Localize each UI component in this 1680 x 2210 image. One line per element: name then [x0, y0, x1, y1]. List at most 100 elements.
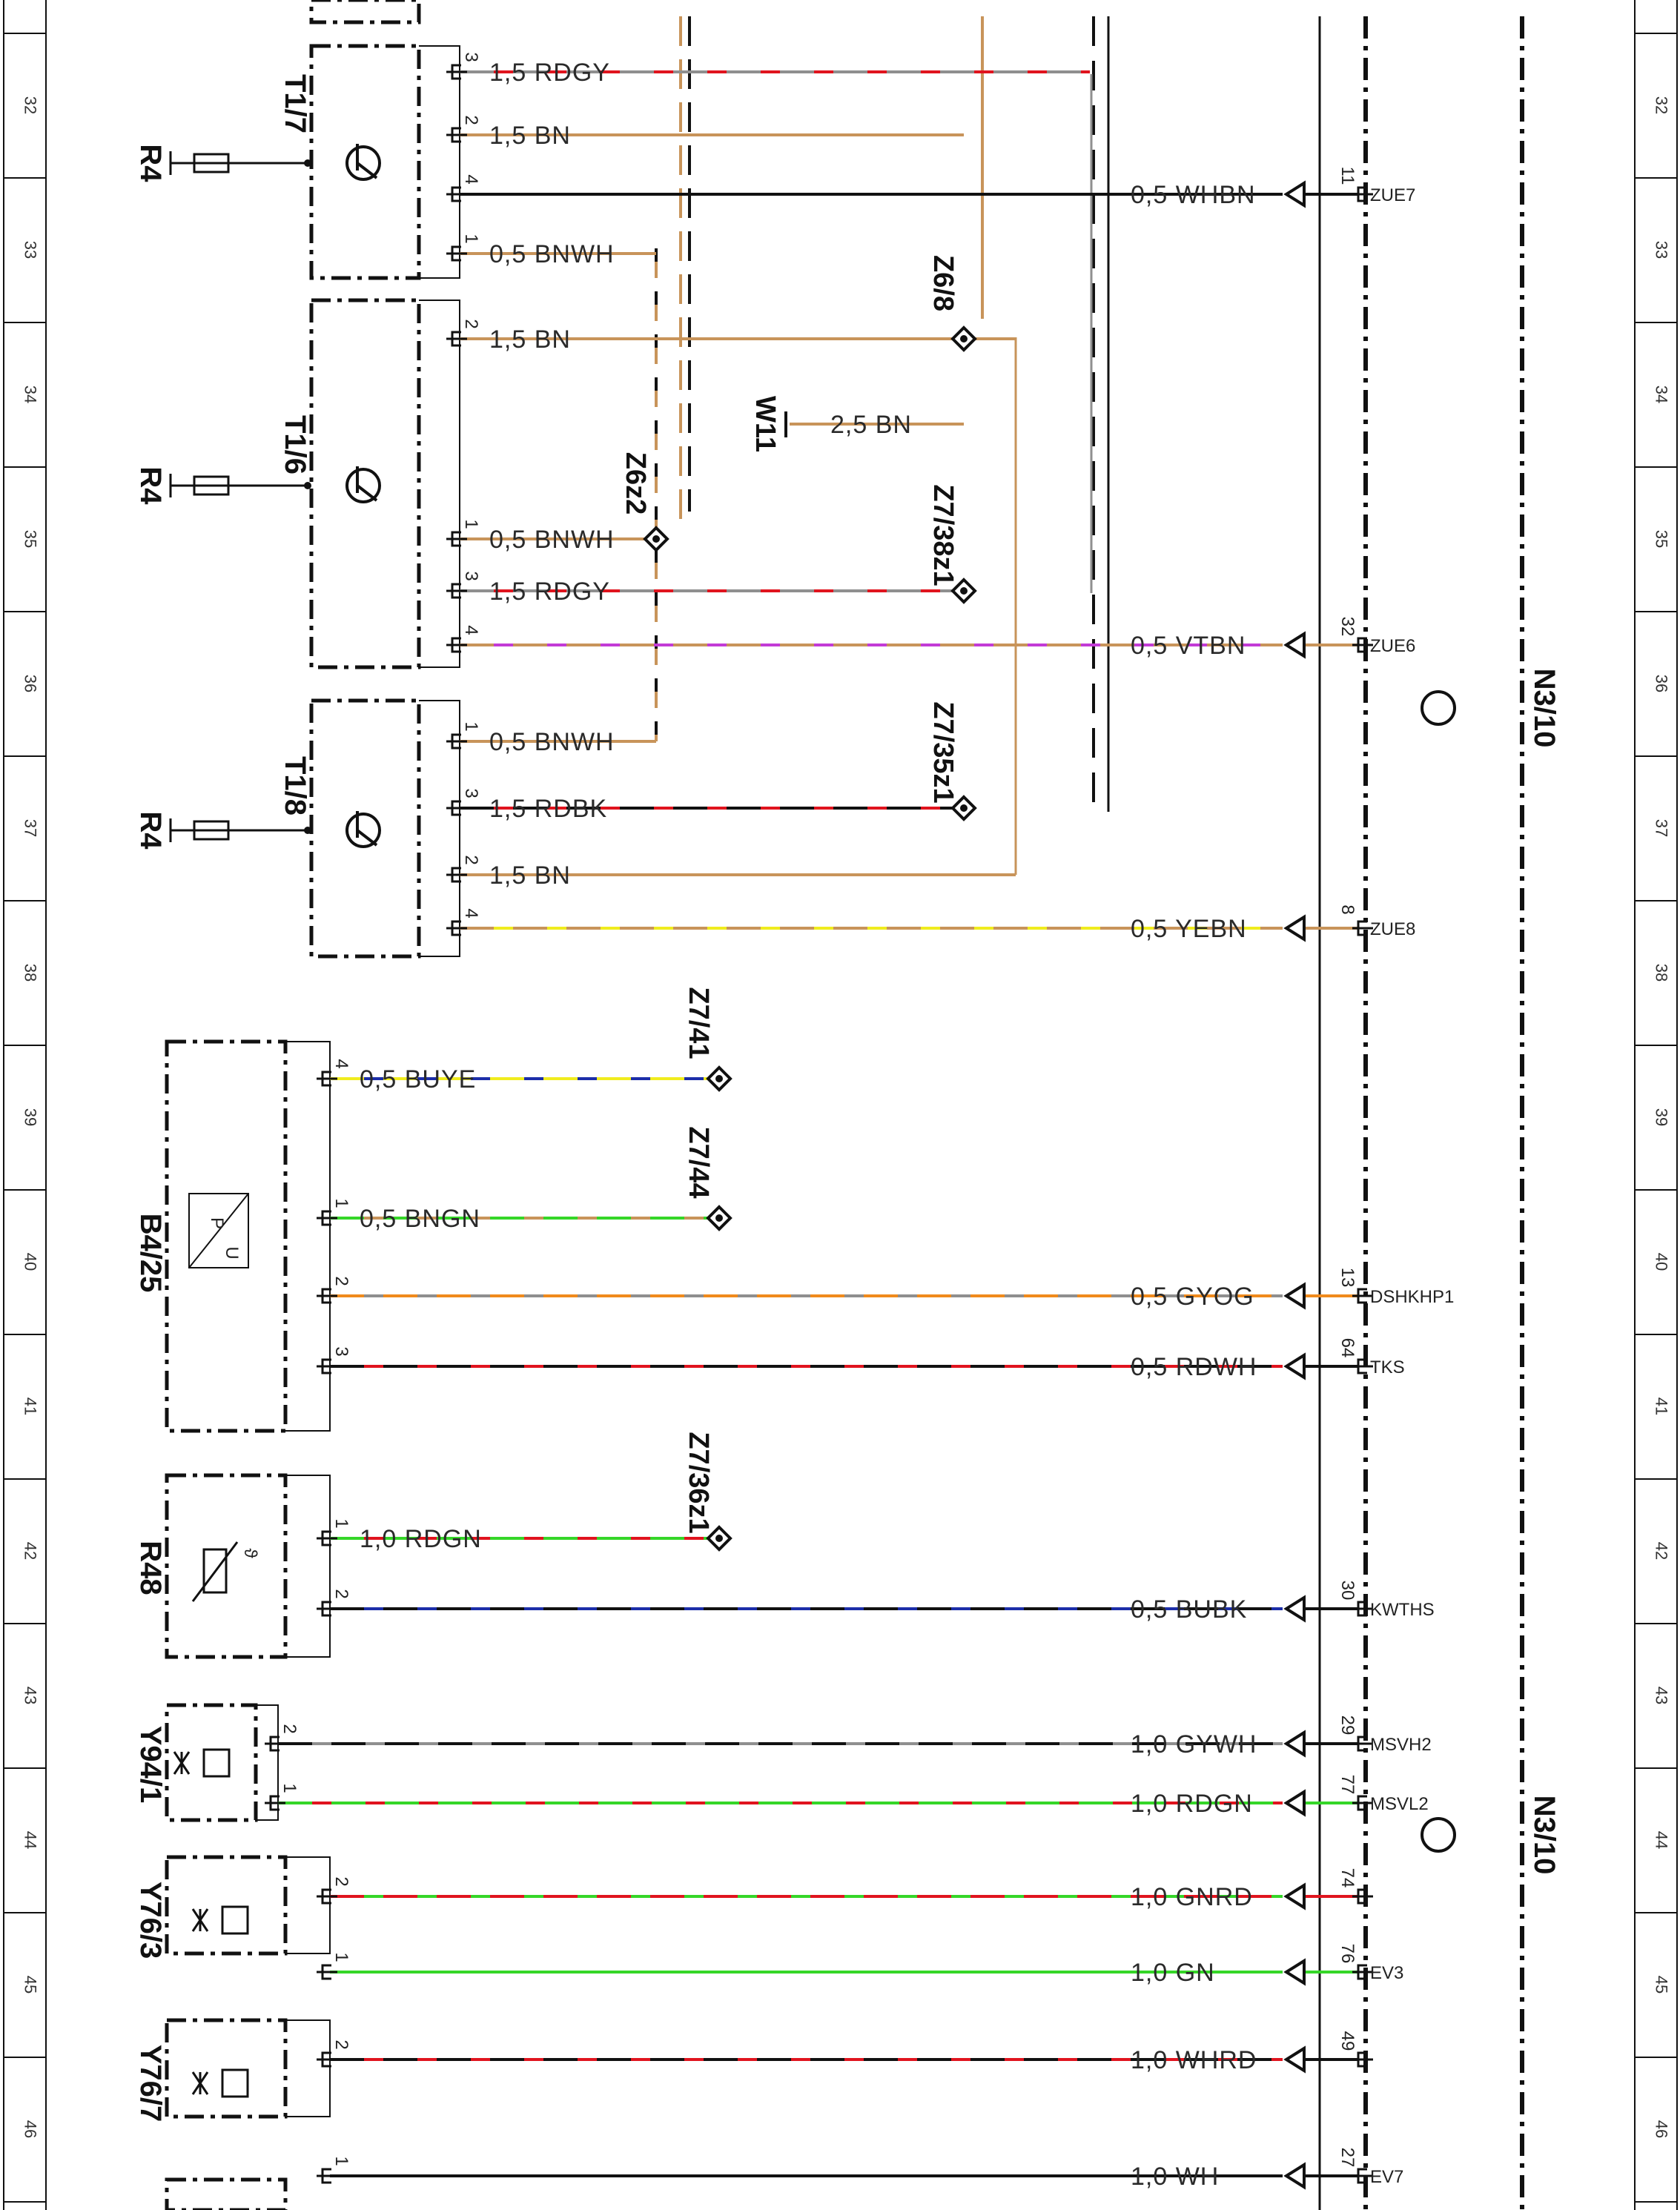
- signal-arrow: [1283, 631, 1306, 659]
- signal-arrow: [1283, 180, 1306, 208]
- wire-label: 1,0 RDGN: [360, 1525, 482, 1553]
- signal-arrow: [1283, 1882, 1306, 1910]
- pin-number: 2: [461, 855, 481, 864]
- resistor-symbol: [193, 153, 230, 173]
- control-unit-pin-number: 49: [1337, 2031, 1357, 2051]
- grid-row-label: 36: [1653, 675, 1671, 692]
- component-frame: [165, 1855, 288, 1956]
- component-label: Y94/1: [134, 1726, 167, 1804]
- connector-point-dot: [960, 587, 968, 595]
- resistor-node: [304, 159, 311, 167]
- grid-row-label: 44: [1653, 1831, 1671, 1849]
- pin-number: 4: [461, 625, 481, 635]
- valve-symbol: [191, 1908, 209, 1932]
- connector-point-dot: [652, 535, 660, 543]
- pin-block: [285, 1856, 331, 1954]
- valve-symbol: [173, 1751, 191, 1775]
- symbol-label: U: [222, 1246, 242, 1259]
- grid-row-label: 45: [22, 1976, 40, 1994]
- symbol-label: P: [207, 1217, 227, 1229]
- resistor-symbol: [193, 820, 230, 841]
- pin-number: 3: [461, 571, 481, 580]
- wire-label: 1,0 GNRD: [1131, 1883, 1253, 1911]
- signal-arrow: [1283, 914, 1306, 942]
- transistor-symbol: [356, 162, 378, 179]
- wire-label: 1,5 BN: [489, 122, 571, 150]
- component-frame: [309, 698, 421, 959]
- component-frame: [309, 298, 421, 669]
- connector-label: Z7/41: [683, 987, 714, 1059]
- pin-number: 2: [331, 1276, 351, 1286]
- resistor-node: [304, 827, 311, 834]
- resistor-symbol: [193, 475, 230, 496]
- wire-label: 2,5 BN: [830, 411, 912, 439]
- signal-name: ZUE6: [1370, 636, 1415, 656]
- grid-row-label: 44: [22, 1831, 40, 1849]
- connector-label: Z7/36z1: [683, 1432, 714, 1533]
- grid-row-label: 45: [1653, 1976, 1671, 1994]
- grid-row-label: 40: [22, 1253, 40, 1271]
- pin-number: 2: [280, 1724, 300, 1733]
- connector-point-dot: [715, 1535, 723, 1542]
- signal-name: KWTHS: [1370, 1600, 1435, 1620]
- pin-block: [285, 2019, 331, 2117]
- pin-number: 1: [461, 519, 481, 529]
- signal-name: ZUE8: [1370, 919, 1415, 939]
- wire-label: 1,5 RDGY: [489, 578, 610, 606]
- grid-row-label: 36: [22, 675, 40, 692]
- grid-row-label: 43: [22, 1687, 40, 1704]
- connector-point-dot: [960, 335, 968, 343]
- connector-label: Z7/44: [683, 1126, 714, 1198]
- component-frames: [165, 0, 1456, 2210]
- grid-row-label: 38: [22, 964, 40, 982]
- grid-row-label: 34: [1653, 386, 1671, 403]
- pressure-sensor-symbol: [188, 1193, 249, 1268]
- wire-label: 1,5 RDBK: [489, 795, 607, 823]
- signal-name: TKS: [1370, 1357, 1405, 1377]
- component-label: T1/8: [279, 756, 311, 815]
- connector-label: W11: [750, 396, 781, 452]
- grid-row-label: 32: [22, 96, 40, 114]
- grid-row-label: 38: [1653, 964, 1671, 982]
- pin-number: 1: [331, 1198, 351, 1208]
- pin-number: 2: [331, 1589, 351, 1598]
- wire-label: 0,5 RDWH: [1131, 1353, 1257, 1381]
- transistor-symbol: [345, 813, 381, 848]
- grid-row-label: 39: [1653, 1108, 1671, 1126]
- wire-label: 1,5 BN: [489, 861, 571, 890]
- grid-row-label: 41: [22, 1397, 40, 1415]
- signal-arrow: [1283, 2162, 1306, 2190]
- pin-number: 4: [461, 908, 481, 918]
- transistor-symbol: [345, 468, 381, 503]
- component-sublabel: R4: [134, 144, 167, 182]
- component-frame: [165, 2177, 288, 2210]
- resistor-node: [304, 482, 311, 489]
- control-unit-pin-number: 30: [1337, 1581, 1357, 1601]
- signal-arrow: [1283, 1595, 1306, 1623]
- pin-number: 2: [461, 115, 481, 125]
- component-label: B4/25: [134, 1214, 167, 1293]
- wire-label: 0,5 YEBN: [1131, 915, 1247, 943]
- pin-number: 1: [280, 1783, 300, 1793]
- control-unit-pin-number: 74: [1337, 1868, 1357, 1888]
- control-unit-pin-number: 29: [1337, 1716, 1357, 1736]
- pin-block: [419, 45, 460, 279]
- transistor-symbol: [345, 145, 381, 181]
- component-label: Y76/3: [134, 1882, 167, 1959]
- control-unit-pin-number: 13: [1337, 1268, 1357, 1288]
- signal-name: EV7: [1370, 2167, 1403, 2187]
- transistor-symbol: [1421, 1817, 1456, 1853]
- grid-row-label: 43: [1653, 1687, 1671, 1704]
- control-unit-pin-number: 76: [1337, 1944, 1357, 1964]
- connector-points: [265, 64, 1373, 2190]
- valve-symbol: [191, 2071, 209, 2095]
- control-unit-pin-number: 32: [1337, 617, 1357, 637]
- grid-row-label: 46: [22, 2120, 40, 2138]
- wire-label: 1,5 BN: [489, 325, 571, 354]
- grid-row-label: 32: [1653, 96, 1671, 114]
- component-sublabel: R4: [134, 466, 167, 505]
- control-unit-pin-number: 11: [1337, 167, 1357, 185]
- transistor-symbol: [356, 829, 378, 847]
